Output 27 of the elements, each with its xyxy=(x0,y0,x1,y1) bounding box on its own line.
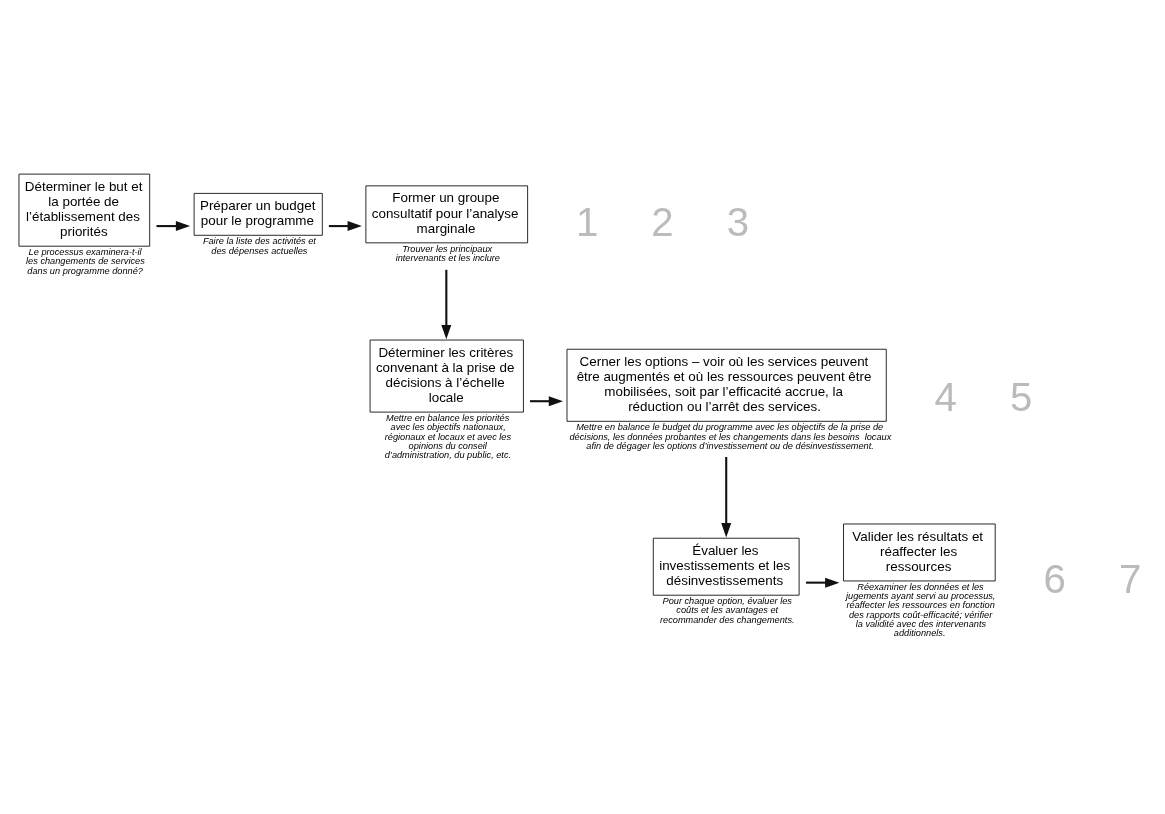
label: 4 xyxy=(934,374,957,420)
node-label: Faire la liste des activités et des dépenses actuelles xyxy=(202,235,316,256)
arrow xyxy=(328,220,362,231)
node-box: Former un groupe consultatif pour l’analyse marginale xyxy=(365,184,529,243)
node-label: Réexaminer les données et les jugements ayant servi au processus, réaffecter les ressources en fonction des rapports coût-efficacité; vérifier la validité avec des intervenants additionnels. xyxy=(846,581,996,638)
label: 7 xyxy=(1118,556,1142,602)
arrow xyxy=(529,395,564,406)
node-box: Déterminer le but et la portée de l’établissement des priorités xyxy=(18,173,151,247)
node-box: Cerner les options – voir où les services peuvent être augmentés et où les ressources peuvent être mobilisées, soit par l’efficacité accrue, la réduction ou l’arrêt des services. xyxy=(566,348,887,422)
label: 5 xyxy=(1009,374,1033,420)
label: 1 xyxy=(575,199,599,245)
node-box: Évaluer les investissements et les désinvestissements xyxy=(652,537,800,596)
node-box: Valider les résultats et réaffecter les ressources xyxy=(843,523,996,581)
node-label: Pour chaque option, évaluer les coûts et les avantages et recommander des changements. xyxy=(660,595,795,625)
node-label: Trouver les principaux intervenants et les inclure xyxy=(395,243,500,263)
arrow xyxy=(806,577,840,588)
node-label: Mettre en balance le budget du programme avec les objectifs de la prise de décisions, les données probantes et les changements dans les besoins locaux afin de dégager les options d’investissement ou de désinvestissement. xyxy=(569,421,892,451)
node-label: Mettre en balance les priorités avec les objectifs nationaux, régionaux et locaux et avec les opinions du conseil d’administration, du public, etc. xyxy=(384,412,512,460)
label: 2 xyxy=(651,199,674,245)
arrow xyxy=(441,269,452,339)
label: 3 xyxy=(726,199,750,245)
arrow xyxy=(156,220,191,231)
node-box: Déterminer les critères convenant à la prise de décisions à l’échelle locale xyxy=(369,339,524,413)
node-label: Le processus examinera-t-il les changements de services dans un programme donné? xyxy=(26,246,145,276)
arrow xyxy=(721,456,732,537)
node-box: Préparer un budget pour le programme xyxy=(193,192,323,236)
label: 6 xyxy=(1043,556,1066,602)
